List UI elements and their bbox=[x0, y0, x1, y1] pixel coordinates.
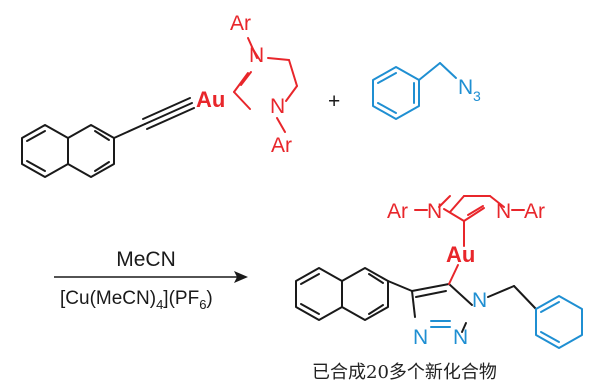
naphthalene-reactant bbox=[21, 124, 115, 178]
product-gold-atom-label: Au bbox=[446, 242, 475, 267]
triazole-ring bbox=[411, 283, 537, 333]
alkyne-bond bbox=[113, 97, 195, 139]
product-n-left-label: N bbox=[427, 200, 442, 223]
caption: 已合成20多个新化合物 bbox=[312, 362, 497, 383]
triazole-n2-label: N bbox=[453, 326, 468, 349]
plus-sign: + bbox=[328, 90, 340, 113]
product-n-right-label: N bbox=[496, 200, 511, 223]
azide-n-label: N bbox=[458, 76, 473, 99]
triazole-nn-double bbox=[430, 320, 451, 328]
ar-bottom-label: Ar bbox=[271, 134, 292, 157]
naphthalene-product bbox=[295, 267, 413, 321]
nhc-gold-complex: Ar N N Ar Au bbox=[196, 12, 298, 157]
product-nhc-gold: Ar N N Ar Au bbox=[387, 195, 545, 285]
n-bottom-label: N bbox=[270, 95, 285, 118]
n-top-label: N bbox=[249, 44, 264, 67]
triazole-n3-label: N bbox=[413, 326, 428, 349]
reaction-arrow bbox=[54, 271, 248, 283]
catalyst-label: [Cu(MeCN)4](PF6) bbox=[60, 288, 213, 312]
triazole-n1-label: N bbox=[472, 289, 487, 312]
gold-atom-label: Au bbox=[196, 87, 225, 112]
benzyl-ring-product bbox=[535, 295, 583, 349]
solvent-label: MeCN bbox=[116, 248, 176, 271]
product-ar-left-label: Ar bbox=[387, 200, 408, 223]
azide-n-subscript: 3 bbox=[473, 88, 481, 104]
ar-top-label: Ar bbox=[230, 12, 251, 35]
benzyl-azide: N 3 bbox=[372, 62, 481, 120]
product-ar-right-label: Ar bbox=[524, 200, 545, 223]
